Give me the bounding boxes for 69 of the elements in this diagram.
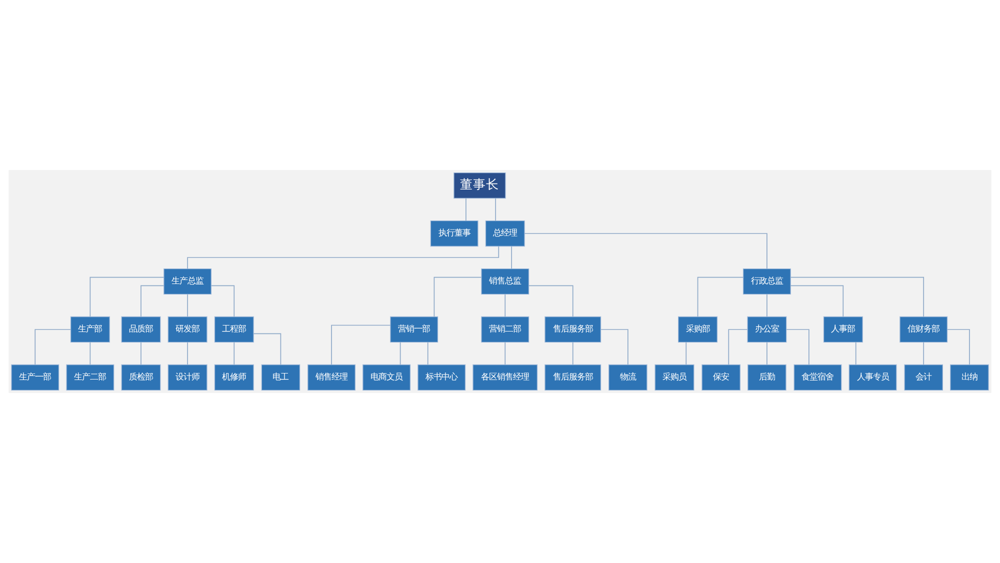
node-box: 信财务部 — [900, 316, 948, 343]
node-box: 食堂宿舍 — [794, 364, 842, 391]
node-box: 行政总监 — [742, 268, 791, 295]
connector — [140, 342, 142, 365]
node-box: 出纳 — [950, 364, 989, 391]
connector — [686, 342, 687, 365]
connector — [504, 294, 506, 318]
node-box: 销售总监 — [481, 268, 530, 295]
connector — [187, 294, 188, 318]
node-box: 销售经理 — [308, 364, 356, 391]
node-box: 生产二部 — [66, 364, 114, 391]
node-box: 保安 — [702, 364, 740, 391]
connector — [572, 342, 574, 365]
node-box: 质检部 — [121, 364, 161, 391]
connector — [495, 198, 496, 222]
node-box: 后勤 — [748, 364, 786, 391]
connector — [766, 342, 768, 365]
connector — [766, 294, 768, 318]
connector — [331, 324, 391, 365]
connector — [210, 285, 235, 318]
connector — [511, 246, 512, 270]
node-box: 生产一部 — [11, 364, 60, 391]
node-box: 各区销售经理 — [472, 364, 538, 391]
node-box: 生产总监 — [164, 268, 212, 295]
node-box: 采购部 — [678, 316, 718, 343]
connector — [790, 276, 924, 317]
node-box: 执行董事 — [430, 220, 478, 247]
connector — [90, 276, 164, 317]
node-box: 人事专员 — [848, 364, 897, 391]
connector — [728, 329, 748, 366]
node-box: 采购员 — [654, 364, 694, 391]
connector — [400, 342, 401, 365]
node-box: 会计 — [904, 364, 943, 391]
node-box: 设计师 — [168, 364, 208, 391]
connector — [253, 333, 282, 365]
connector — [234, 342, 235, 365]
node-box: 办公室 — [747, 316, 787, 343]
connector — [434, 276, 482, 317]
node-box: 品质部 — [121, 316, 161, 343]
node-box: 物流 — [608, 364, 648, 391]
connector — [923, 342, 924, 365]
node-box: 董事长 — [454, 172, 506, 199]
connector — [528, 285, 574, 318]
node-box: 生产部 — [70, 316, 110, 343]
connector — [427, 342, 428, 365]
node-box: 标书中心 — [418, 364, 466, 391]
node-box: 电工 — [261, 364, 300, 391]
node-box: 营销一部 — [390, 316, 438, 343]
node-box: 人事部 — [823, 316, 863, 343]
node-box: 总经理 — [485, 220, 525, 247]
connector — [140, 285, 164, 318]
connector — [90, 342, 91, 365]
node-box: 工程部 — [214, 316, 254, 343]
node-box: 售后服务部 — [544, 316, 602, 343]
connector — [524, 233, 768, 270]
connector — [504, 342, 506, 365]
connector — [786, 329, 810, 366]
connector — [790, 285, 844, 318]
connector — [855, 342, 856, 365]
connector — [187, 342, 188, 365]
node-box: 机修师 — [214, 364, 254, 391]
connector — [600, 329, 628, 366]
connector — [34, 329, 72, 366]
node-box: 售后服务部 — [544, 364, 602, 391]
node-box: 电商文员 — [362, 364, 411, 391]
connector — [946, 329, 970, 366]
node-box: 研发部 — [168, 316, 208, 343]
node-box: 营销二部 — [481, 316, 530, 343]
connector — [697, 276, 744, 317]
